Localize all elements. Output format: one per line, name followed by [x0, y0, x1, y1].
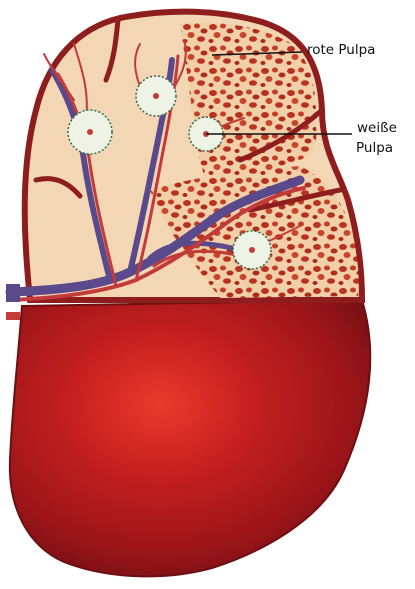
label-red-pulp: rote Pulpa — [307, 42, 375, 59]
label-white-pulp-line2: Pulpa — [356, 140, 393, 157]
hilum-artery — [6, 312, 20, 320]
label-white-pulp-line1: weiße — [357, 120, 397, 137]
spleen-outer-surface — [10, 300, 370, 576]
hilum-vein — [6, 284, 20, 302]
